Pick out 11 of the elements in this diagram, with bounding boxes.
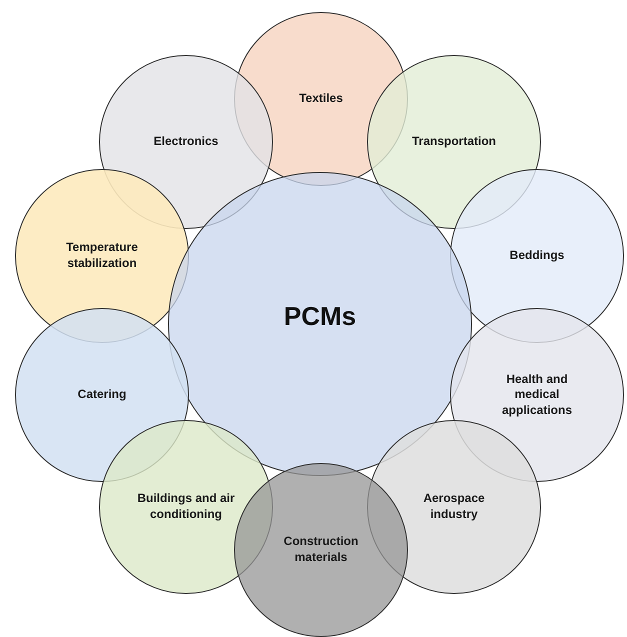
circle-label: Health and medical applications <box>500 372 573 418</box>
circle-label: Construction materials <box>282 534 360 566</box>
circle-label: Electronics <box>154 134 218 150</box>
circle-label: Catering <box>78 387 126 403</box>
circle-label: Buildings and air conditioning <box>136 491 236 523</box>
circle-label: Temperature stabilization <box>65 240 139 272</box>
circle-label: PCMs <box>284 300 356 334</box>
circle-label: Beddings <box>510 248 564 264</box>
circle-label: Transportation <box>412 134 496 150</box>
circle-label: Aerospace industry <box>422 491 486 523</box>
circle-label: Textiles <box>299 91 343 107</box>
